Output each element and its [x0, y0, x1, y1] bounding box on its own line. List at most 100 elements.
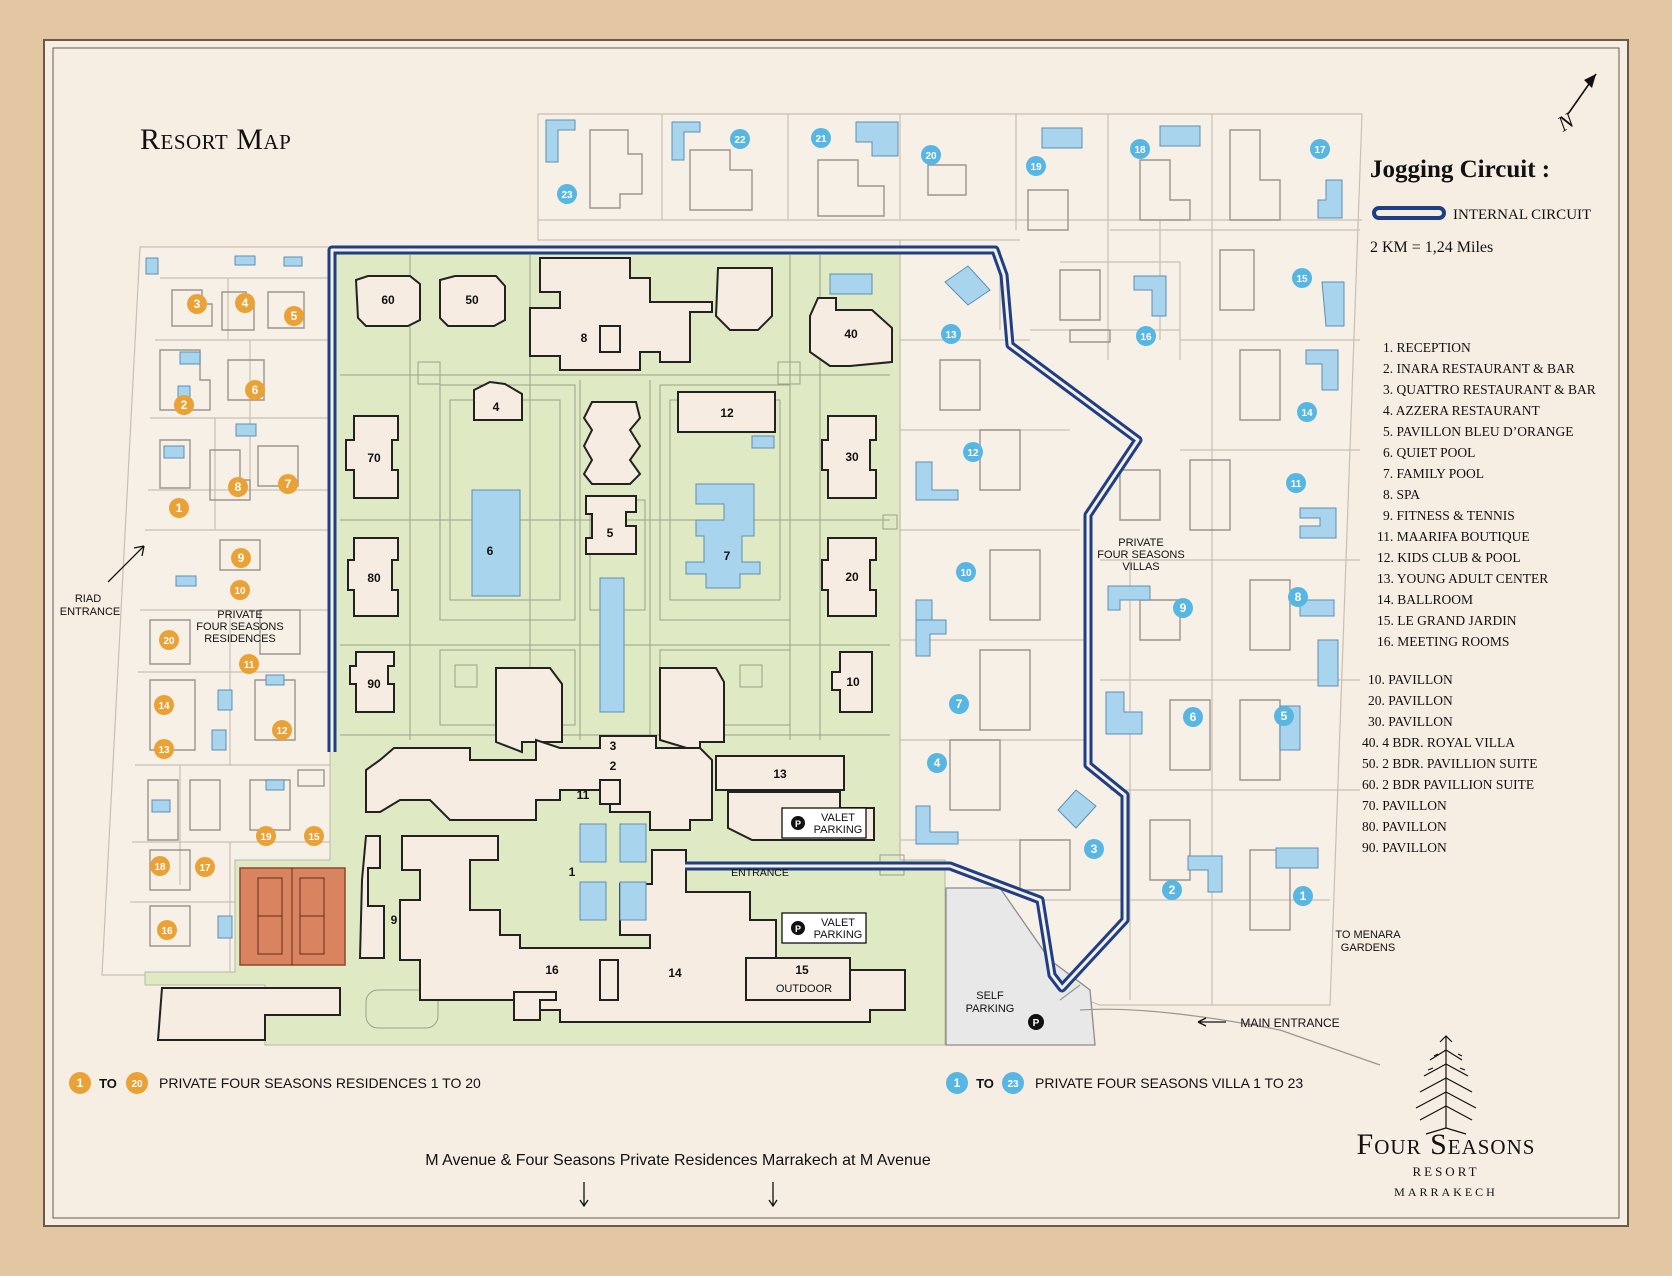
label-12: 12	[720, 406, 734, 420]
legend-item: 3. QUATTRO RESTAURANT & BAR	[1383, 382, 1596, 397]
residences-to: 20	[131, 1079, 143, 1090]
circuit-swatch	[1372, 206, 1446, 220]
villa-marker-14: 14	[1301, 408, 1313, 419]
legend-item: 11. MAARIFA BOUTIQUE	[1377, 529, 1530, 544]
internal-circuit-label: INTERNAL CIRCUIT	[1453, 207, 1591, 223]
brand-name: Four Seasons	[1357, 1128, 1536, 1161]
legend-item: 70. PAVILLON	[1362, 798, 1447, 813]
legend-item: 10. PAVILLON	[1368, 672, 1453, 687]
villas-zone	[537, 113, 1363, 1006]
residence-marker-1: 1	[176, 501, 183, 515]
self-parking-p-icon	[1028, 1014, 1044, 1030]
residences-label-line2: FOUR SEASONS	[196, 621, 283, 633]
riad-entrance-line1: RIAD	[75, 593, 101, 605]
brand-city: MARRAKECH	[1394, 1185, 1498, 1199]
legend-item: 14. BALLROOM	[1377, 592, 1473, 607]
label-13: 13	[773, 767, 787, 781]
residence-marker-13: 13	[158, 745, 170, 756]
residence-marker-20: 20	[163, 636, 175, 647]
label-9: 9	[391, 913, 398, 927]
residence-marker-2: 2	[181, 398, 188, 412]
four-seasons-logo: Four Seasons RESORT MARRAKECH	[1357, 1035, 1536, 1199]
villa-marker-3: 3	[1091, 842, 1098, 856]
legend-item: 4. AZZERA RESTAURANT	[1383, 403, 1541, 418]
label-15: 15	[795, 963, 809, 977]
valet-parking-2-line2: PARKING	[814, 929, 863, 941]
legend-item: 8. SPA	[1383, 487, 1420, 502]
legend-item: 30. PAVILLON	[1368, 714, 1453, 729]
tree-logo-icon	[1415, 1035, 1477, 1135]
residence-marker-8: 8	[235, 480, 242, 494]
residences-range-text: PRIVATE FOUR SEASONS RESIDENCES 1 TO 20	[159, 1075, 481, 1091]
legend-item: 80. PAVILLON	[1362, 819, 1447, 834]
villas-label-line1: PRIVATE	[1118, 537, 1163, 549]
villas-range-text: PRIVATE FOUR SEASONS VILLA 1 TO 23	[1035, 1075, 1303, 1091]
residence-marker-12: 12	[276, 726, 288, 737]
buildings	[156, 257, 906, 1041]
legend-item: 7. FAMILY POOL	[1383, 466, 1484, 481]
legend-item: 13. YOUNG ADULT CENTER	[1377, 571, 1548, 586]
villa-marker-5: 5	[1281, 709, 1288, 723]
pavilions-legend: 10. PAVILLON 20. PAVILLON 30. PAVILLON 4…	[1362, 672, 1538, 855]
valet-parking-1-line2: PARKING	[814, 824, 863, 836]
residence-marker-5: 5	[291, 309, 298, 323]
legend-item: 2. INARA RESTAURANT & BAR	[1383, 361, 1575, 376]
svg-text:P: P	[795, 819, 801, 829]
legend-item: 50. 2 BDR. PAVILLION SUITE	[1362, 756, 1538, 771]
label-8: 8	[581, 331, 588, 345]
facilities-legend: 1. RECEPTION 2. INARA RESTAURANT & BAR 3…	[1377, 340, 1596, 649]
villas-to: 23	[1007, 1079, 1019, 1090]
villa-marker-21: 21	[815, 134, 827, 145]
residences-zone	[101, 246, 351, 976]
residence-marker-6: 6	[252, 383, 259, 397]
villa-marker-20: 20	[925, 151, 937, 162]
villa-marker-6: 6	[1190, 710, 1197, 724]
villa-marker-10: 10	[960, 568, 972, 579]
villas-range-legend: 1 TO 23 PRIVATE FOUR SEASONS VILLA 1 TO …	[946, 1072, 1303, 1094]
main-entrance-label: MAIN ENTRANCE	[1240, 1016, 1339, 1030]
villas-from: 1	[954, 1076, 961, 1090]
to-menara-line2: GARDENS	[1341, 942, 1395, 954]
legend-item: 16. MEETING ROOMS	[1377, 634, 1509, 649]
residence-marker-16: 16	[161, 926, 173, 937]
svg-text:P: P	[1033, 1018, 1040, 1029]
label-14: 14	[668, 966, 682, 980]
residence-marker-10: 10	[234, 586, 246, 597]
m-avenue-arrows	[579, 1182, 778, 1208]
label-20: 20	[845, 570, 859, 584]
residence-marker-3: 3	[194, 297, 201, 311]
entrance-label: ENTRANCE	[731, 867, 789, 879]
label-3: 3	[610, 739, 617, 753]
self-parking-line2: PARKING	[966, 1003, 1015, 1015]
label-1: 1	[569, 865, 576, 879]
residences-to-word: TO	[99, 1076, 117, 1091]
villa-marker-16: 16	[1140, 332, 1152, 343]
label-80: 80	[367, 571, 381, 585]
m-avenue-label: M Avenue & Four Seasons Private Residenc…	[425, 1152, 931, 1169]
residence-marker-14: 14	[158, 701, 170, 712]
villa-marker-22: 22	[734, 135, 746, 146]
legend-item: 12. KIDS CLUB & POOL	[1377, 550, 1521, 565]
map-inner-frame	[52, 47, 1620, 1219]
label-5: 5	[607, 526, 614, 540]
valet-parking-2-line1: VALET	[821, 917, 855, 929]
villa-marker-15: 15	[1296, 274, 1308, 285]
jogging-legend: Jogging Circuit : INTERNAL CIRCUIT 2 KM …	[1370, 156, 1591, 256]
legend-item: 9. FITNESS & TENNIS	[1383, 508, 1515, 523]
main-entrance-arrow	[1197, 1017, 1226, 1027]
residence-marker-7: 7	[285, 477, 292, 491]
jogging-title: Jogging Circuit :	[1370, 156, 1550, 183]
label-70: 70	[367, 451, 381, 465]
label-6: 6	[487, 544, 494, 558]
villas-label-line3: VILLAS	[1122, 561, 1159, 573]
residences-range-legend: 1 TO 20 PRIVATE FOUR SEASONS RESIDENCES …	[69, 1072, 481, 1094]
villa-marker-19: 19	[1030, 162, 1042, 173]
residence-markers: 3 4 5 6 2 8 7 1 9 10 20 11 14 12 13 19 1…	[150, 293, 324, 940]
residence-marker-17: 17	[199, 863, 211, 874]
self-parking-line1: SELF	[976, 990, 1004, 1002]
label-outdoor: OUTDOOR	[776, 983, 832, 995]
villa-marker-11: 11	[1291, 479, 1302, 490]
residences-from: 1	[77, 1076, 84, 1090]
label-11: 11	[577, 788, 590, 802]
label-16: 16	[545, 963, 559, 977]
